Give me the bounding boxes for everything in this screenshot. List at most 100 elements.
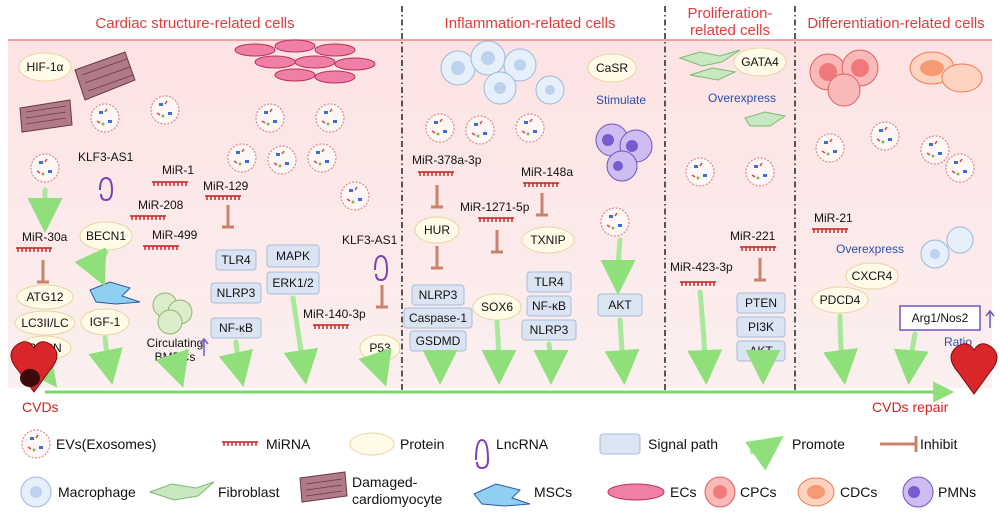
signal-pi3k: PI3K (736, 316, 786, 338)
protein-atg12: ATG12 (16, 284, 74, 310)
legend-cpc-label: CPCs (740, 484, 777, 500)
mirna-mir1-label: MiR-1 (162, 163, 194, 177)
section-title-cardiac: Cardiac structure-related cells (95, 15, 294, 32)
svg-text:NF-κB: NF-κB (219, 321, 253, 335)
legend-promote-icon (745, 435, 784, 471)
svg-text:NF-κB: NF-κB (532, 299, 566, 313)
promote-arrows-proliferation (687, 289, 781, 385)
ev-icon (515, 113, 545, 143)
msc-icon (89, 281, 141, 305)
mirna-icon (15, 247, 53, 253)
heart-icon-left (10, 341, 58, 393)
ev-icon (465, 115, 495, 145)
ev-icon (920, 135, 950, 165)
signal-mapk: MAPK (266, 244, 320, 268)
svg-text:TXNIP: TXNIP (530, 233, 565, 247)
signal-gsdmd: GSDMD (409, 330, 467, 352)
legend-protein-icon (349, 432, 395, 456)
svg-text:ERK1/2: ERK1/2 (272, 276, 314, 290)
svg-text:GSDMD: GSDMD (416, 334, 461, 348)
ec-cells-icon (234, 39, 376, 84)
fibroblast-cells-icon (678, 49, 787, 127)
signal-akt-a: AKT (597, 293, 643, 317)
mirna-icon (312, 324, 350, 330)
ev-icon (150, 95, 180, 125)
svg-text:PTEN: PTEN (745, 296, 777, 310)
ev-icon (870, 121, 900, 151)
mirna-icon (417, 171, 455, 177)
protein-hif1a: HIF-1α (18, 52, 72, 82)
svg-text:HUR: HUR (424, 223, 450, 237)
cvds-repair-label: CVDs repair (872, 399, 949, 415)
legend-protein-label: Protein (400, 436, 444, 452)
signal-erk12: ERK1/2 (266, 271, 320, 295)
section-title-proliferation-1: Proliferation- (687, 5, 772, 22)
mirna-mir148a-label: MiR-148a (521, 165, 573, 179)
ev-icon (255, 103, 285, 133)
heart-icon-right (950, 343, 998, 395)
svg-text:Arg1/Nos2: Arg1/Nos2 (912, 311, 969, 325)
cpc-cells-icon (809, 49, 879, 107)
section-title-proliferation-2: related cells (690, 22, 770, 39)
ev-icon (685, 157, 715, 187)
signal-tlr4: TLR4 (215, 249, 257, 271)
ev-icon (90, 103, 120, 133)
ev-icon (315, 103, 345, 133)
legend-ec-icon (607, 483, 665, 501)
legend-lncrna-icon (475, 438, 490, 470)
protein-hur: HUR (414, 216, 460, 244)
protein-igf1: IGF-1 (80, 308, 130, 336)
protein-cxcr4: CXCR4 (845, 262, 899, 290)
legend-fibroblast-icon (148, 481, 215, 501)
svg-text:TLR4: TLR4 (221, 253, 251, 267)
ev-icon (945, 153, 975, 183)
svg-text:LC3II/LC: LC3II/LC (21, 316, 69, 330)
svg-text:PI3K: PI3K (748, 320, 774, 334)
svg-text:ATG12: ATG12 (26, 290, 63, 304)
svg-text:Caspase-1: Caspase-1 (409, 311, 467, 325)
ev-icon (745, 157, 775, 187)
mirna-mir1271-label: MiR-1271-5p (460, 200, 530, 214)
svg-text:SOX6: SOX6 (481, 300, 513, 314)
protein-p53: P53 (359, 334, 401, 362)
protein-sox6: SOX6 (472, 293, 522, 321)
ev-icon (30, 153, 60, 183)
mirna-icon (679, 281, 717, 287)
ev-icon (815, 133, 845, 163)
mirna-mir499-label: MiR-499 (152, 228, 198, 242)
section-title-inflammation: Inflammation-related cells (445, 15, 616, 32)
protein-pdcd4: PDCD4 (811, 286, 869, 314)
mirna-icon (151, 181, 189, 187)
signal-tlr4-b: TLR4 (526, 271, 572, 293)
damaged-cardiomyocyte-icon (19, 99, 73, 133)
mirna-icon (204, 195, 242, 201)
svg-text:P53: P53 (369, 341, 391, 355)
legend-ec-label: ECs (670, 484, 696, 500)
svg-text:CXCR4: CXCR4 (852, 269, 893, 283)
legend-signal-icon (599, 433, 641, 455)
signal-pten: PTEN (736, 292, 786, 314)
legend-ev-icon (21, 429, 51, 459)
legend-msc-label: MSCs (534, 484, 572, 500)
svg-text:AKT: AKT (749, 344, 773, 358)
legend-cdc-label: CDCs (840, 484, 877, 500)
legend-fibroblast-label: Fibroblast (218, 484, 280, 500)
ev-icon (340, 181, 370, 211)
svg-text:IGF-1: IGF-1 (90, 315, 121, 329)
ratio-box-arg1-nos2: Arg1/Nos2 (899, 305, 981, 331)
lncrna-klf3as1-label-2: KLF3-AS1 (342, 233, 398, 247)
overexpress-label-b: Overexpress (836, 242, 904, 256)
lncrna-klf3as1-label: KLF3-AS1 (78, 150, 134, 164)
bmpc-label-1: Circulating (147, 336, 204, 350)
mirna-icon (522, 182, 560, 188)
lncrna-icon (99, 176, 114, 202)
mirna-icon (142, 245, 180, 251)
protein-gata4: GATA4 (733, 47, 787, 77)
legend-inhibit-icon (880, 436, 918, 452)
legend-macrophage-label: Macrophage (58, 484, 136, 500)
legend: EVs(Exosomes) MiRNA Protein LncRNA Signa… (20, 429, 976, 508)
lncrna-icon (374, 254, 389, 282)
svg-text:GATA4: GATA4 (741, 55, 779, 69)
